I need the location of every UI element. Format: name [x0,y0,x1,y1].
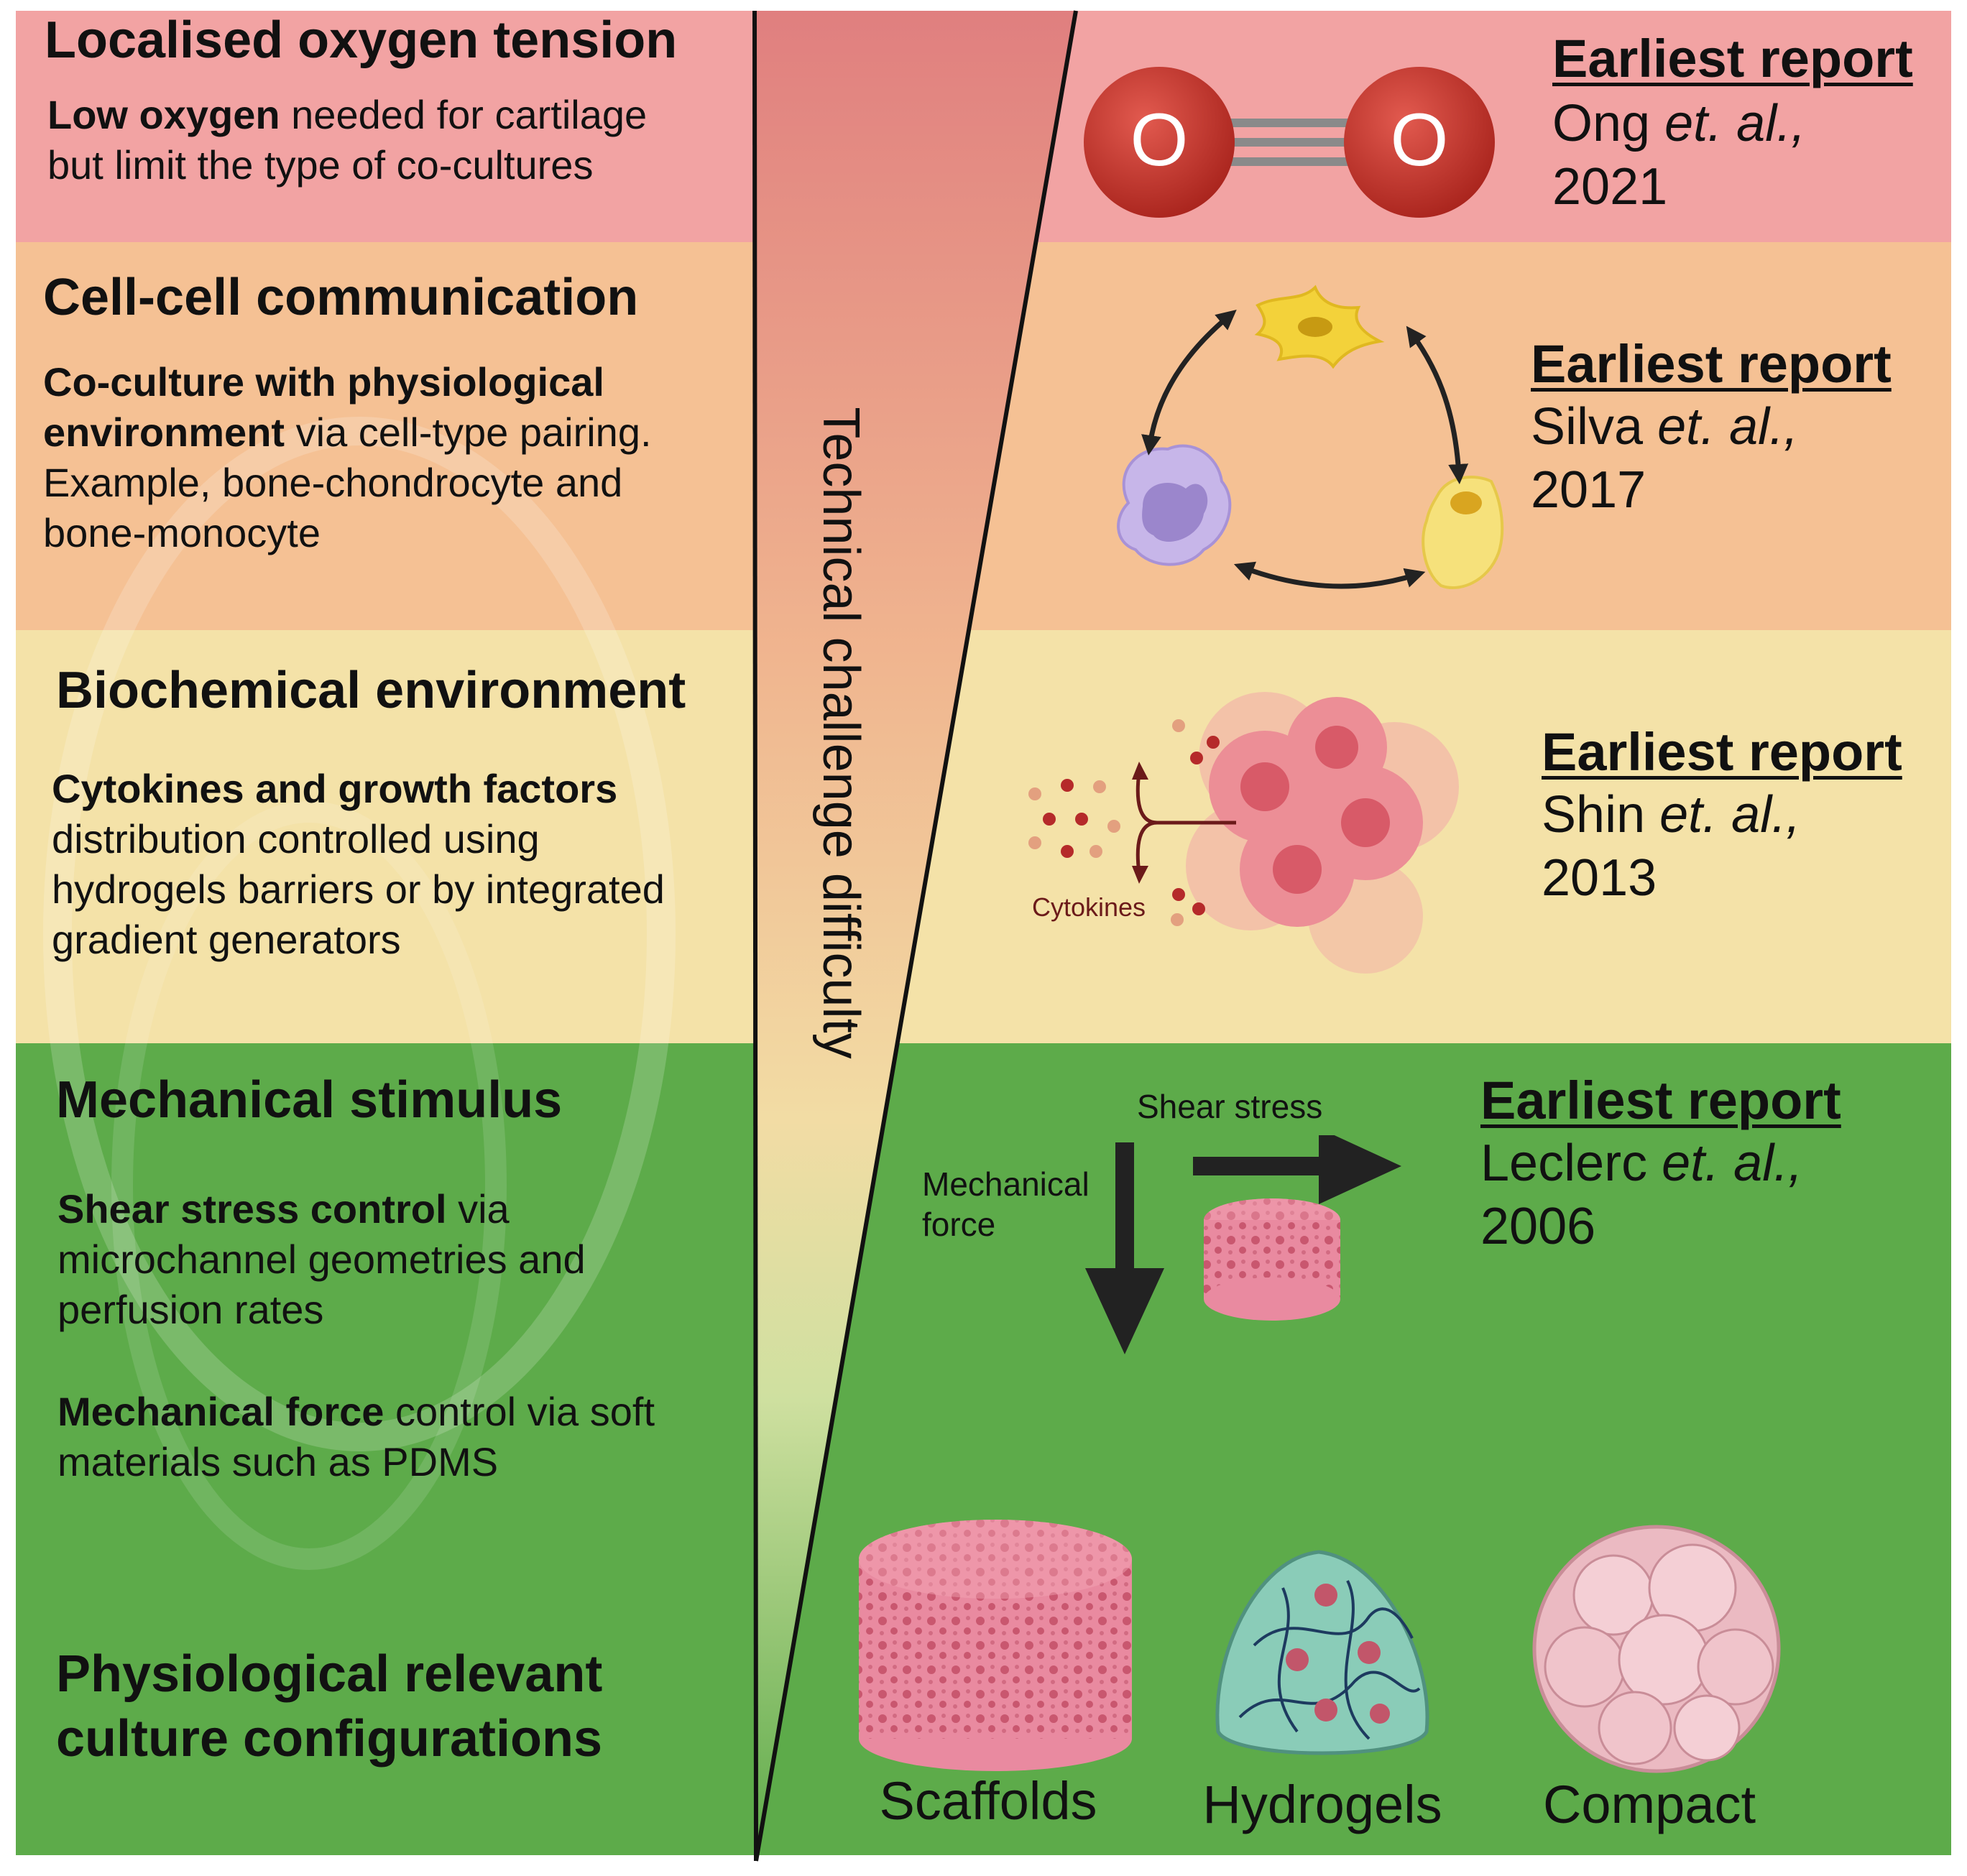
porous-scaffold-icon [859,1520,1132,1771]
cytokine-release-icon: Cytokines [1028,692,1459,974]
oxygen-atom-right-label: O [1391,98,1449,182]
mechanical-force-label: Mechanical force [922,1165,1090,1243]
cytokines-label: Cytokines [1032,892,1146,922]
wedge-vertical-line [752,10,758,1862]
mechanical-stimulus-icon [1085,1135,1401,1354]
biochem-report-citation: Shin et. al.,2013 [1542,786,1801,907]
wedge-diagonal-line [754,10,1078,1862]
cell-report-heading: Earliest report [1531,334,1892,394]
chondrocyte-cell [1422,476,1504,589]
cell-communication-cycle-icon [1117,285,1504,589]
mech-title: Mechanical stimulus [56,1071,563,1129]
oxygen-report-heading: Earliest report [1552,29,1913,88]
config-compact-label: Compact [1542,1775,1756,1834]
hydrogel-icon [1215,1550,1429,1755]
biochem-desc-rest: distribution controlled using hydrogels … [52,816,665,962]
mech-report-heading: Earliest report [1480,1071,1841,1130]
shear-desc-rest: via microchannel geometries and perfusio… [57,1186,586,1332]
compact-spheroid-icon [1532,1525,1781,1773]
difficulty-axis-label: Technical challenge difficulty [812,407,870,1059]
oxygen-title: Localised oxygen tension [45,11,678,69]
oxygen-band-left [16,11,755,242]
oxygen-report-citation: Ong et. al.,2021 [1552,95,1806,216]
oxygen-description: Low oxygen needed for cartilage but limi… [47,90,694,190]
biochem-title: Biochemical environment [56,662,686,719]
force-desc-rest: control via soft materials such as PDMS [57,1389,655,1484]
biochem-desc-bold: Cytokines and growth factors [52,766,618,811]
cytokine-dots [1028,719,1220,926]
biochem-band-left [16,630,755,1043]
config-hydrogels-label: Hydrogels [1202,1775,1442,1834]
configuration-icons [859,1520,1781,1773]
shear-stress-label: Shear stress [1137,1088,1323,1125]
force-desc-bold: Mechanical force [57,1389,384,1434]
cell-cluster [1186,692,1459,974]
cell-desc-bold: Co-culture with physiological environmen… [43,359,604,455]
biochem-report-heading: Earliest report [1542,722,1902,782]
oxygen-molecule-icon: O O [1084,67,1495,218]
mech-band-left [16,1043,755,1855]
cell-description: Co-culture with physiological environmen… [43,357,690,558]
force-description: Mechanical force control via soft materi… [57,1387,704,1487]
shear-description: Shear stress control via microchannel ge… [57,1184,704,1335]
oxygen-desc-rest: needed for cartilage but limit the type … [47,92,648,188]
oxygen-atom-left-label: O [1130,98,1189,182]
oxygen-desc-bold: Low oxygen [47,92,280,137]
configurations-title: Physiological relevant culture configura… [56,1645,603,1768]
mech-report-citation: Leclerc et. al.,2006 [1480,1135,1803,1255]
cell-desc-rest: via cell-type pairing. Example, bone-cho… [43,410,652,555]
cell-band-left [16,242,755,630]
cell-report-citation: Silva et. al.,2017 [1531,398,1799,519]
cell-title: Cell-cell communication [43,269,639,326]
config-scaffolds-label: Scaffolds [879,1771,1097,1831]
biochem-description: Cytokines and growth factors distributio… [52,764,699,965]
shear-desc-bold: Shear stress control [57,1186,447,1232]
